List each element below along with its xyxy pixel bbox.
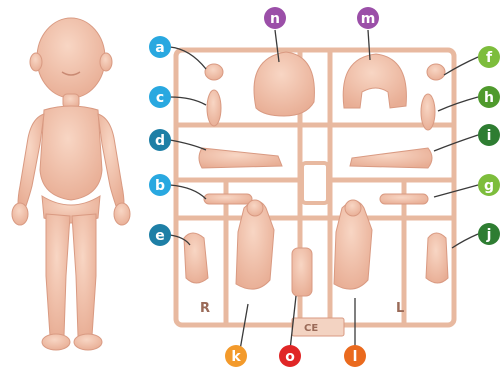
assembled-doll bbox=[12, 18, 130, 350]
part-hand-left bbox=[421, 94, 435, 130]
part-thigh-left bbox=[426, 233, 448, 283]
callout-h: h bbox=[478, 86, 500, 108]
svg-text:m: m bbox=[361, 11, 376, 27]
svg-text:l: l bbox=[353, 349, 358, 365]
callout-d: d bbox=[149, 129, 171, 151]
callout-c: c bbox=[149, 86, 171, 108]
svg-text:g: g bbox=[484, 178, 494, 194]
callout-l: l bbox=[344, 345, 366, 367]
part-joint bbox=[292, 248, 312, 296]
svg-text:b: b bbox=[155, 178, 165, 194]
svg-text:j: j bbox=[486, 227, 492, 243]
callout-e: e bbox=[149, 224, 171, 246]
callout-o: o bbox=[279, 345, 301, 367]
svg-text:n: n bbox=[270, 11, 280, 27]
svg-text:f: f bbox=[486, 50, 493, 66]
callout-g: g bbox=[478, 174, 500, 196]
callout-f: f bbox=[478, 46, 500, 68]
svg-text:c: c bbox=[156, 90, 164, 106]
part-arm-left bbox=[380, 194, 428, 204]
part-head-front bbox=[343, 54, 406, 108]
callout-n: n bbox=[264, 7, 286, 29]
svg-text:e: e bbox=[155, 228, 165, 244]
ce-mark: CE bbox=[304, 323, 318, 334]
svg-text:o: o bbox=[285, 349, 295, 365]
svg-text:h: h bbox=[484, 90, 494, 106]
frame-center-window bbox=[302, 163, 328, 203]
frame-label-left-side: L bbox=[396, 301, 404, 316]
frame-label-right-side: R bbox=[200, 301, 210, 316]
part-leg-right bbox=[199, 148, 282, 168]
part-arm-right bbox=[204, 194, 252, 204]
svg-text:a: a bbox=[155, 40, 164, 56]
callout-a: a bbox=[149, 36, 171, 58]
svg-text:k: k bbox=[231, 349, 241, 365]
svg-text:i: i bbox=[487, 128, 492, 144]
callout-m: m bbox=[357, 7, 379, 29]
part-leg-left bbox=[350, 148, 432, 168]
part-head-back bbox=[254, 52, 314, 116]
callout-j: j bbox=[478, 223, 500, 245]
callout-b: b bbox=[149, 174, 171, 196]
callout-k: k bbox=[225, 345, 247, 367]
part-hand-right bbox=[207, 90, 221, 126]
part-ear-right bbox=[205, 64, 223, 80]
svg-text:d: d bbox=[155, 133, 165, 149]
part-ear-left bbox=[427, 64, 445, 80]
part-thigh-right bbox=[184, 233, 208, 283]
callout-i: i bbox=[478, 124, 500, 146]
